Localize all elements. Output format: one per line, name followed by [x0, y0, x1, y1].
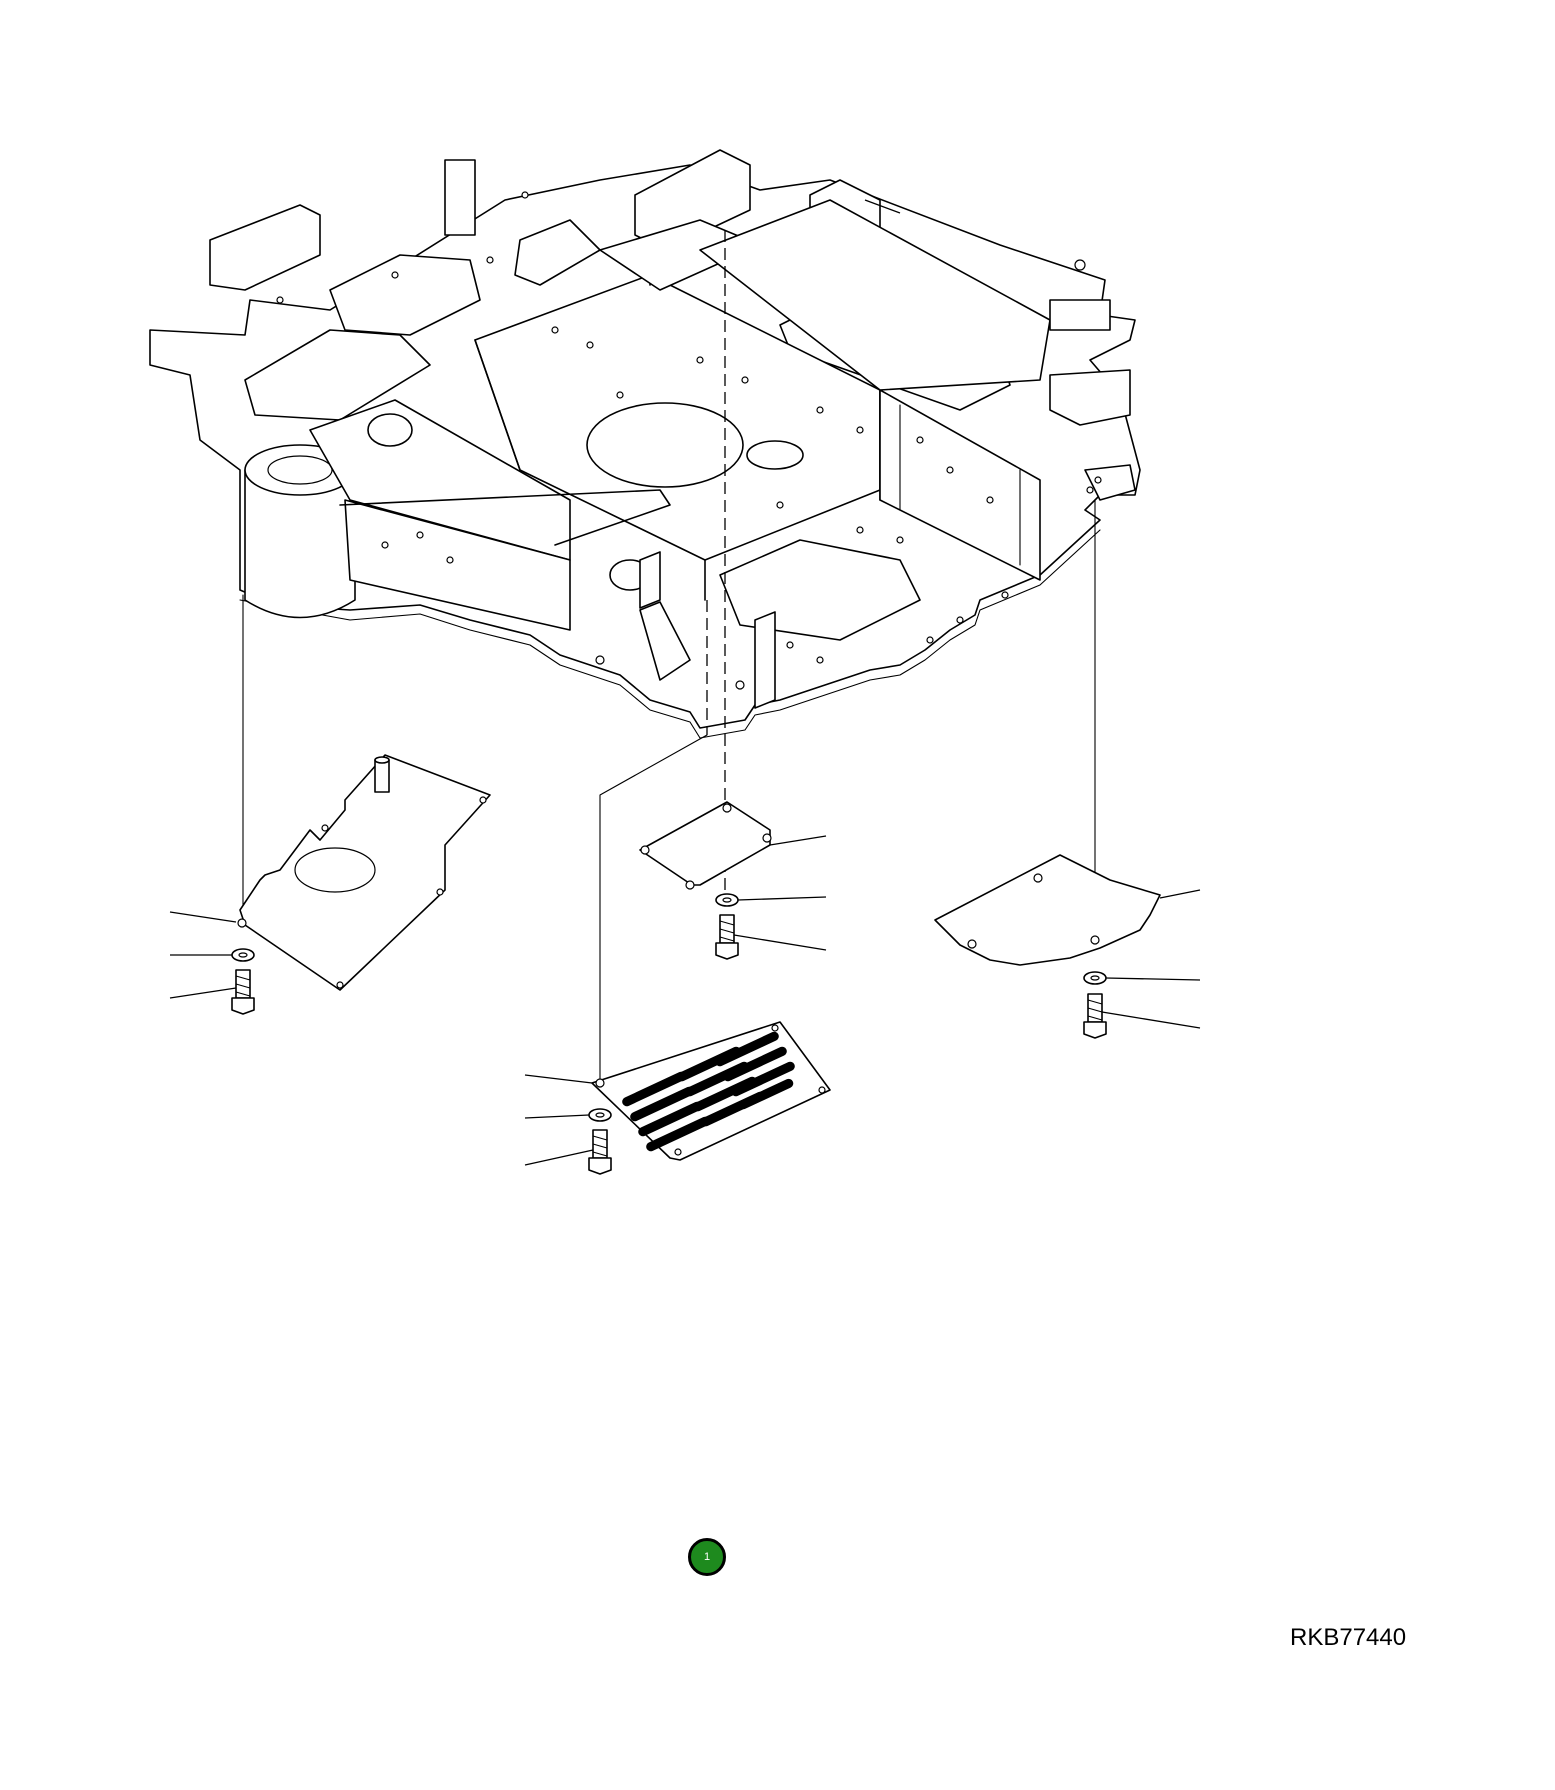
center-cover-plate — [639, 801, 772, 903]
left-fasteners — [231, 948, 255, 1015]
revolving-frame — [149, 149, 1141, 739]
callout-leaders — [169, 199, 1201, 1166]
right-cover-plate — [934, 854, 1161, 966]
callout-badge[interactable]: 1 — [688, 1538, 726, 1576]
center-fasteners — [715, 893, 739, 960]
left-cover-plate — [237, 754, 491, 991]
vented-grille-cover — [591, 1021, 831, 1161]
callout-badge-label: 1 — [703, 1550, 711, 1563]
assembly-lines — [242, 230, 1096, 1081]
drawing-number: RKB77440 — [1290, 1624, 1407, 1651]
grille-fasteners — [588, 1108, 612, 1175]
right-fasteners — [1083, 971, 1107, 1039]
